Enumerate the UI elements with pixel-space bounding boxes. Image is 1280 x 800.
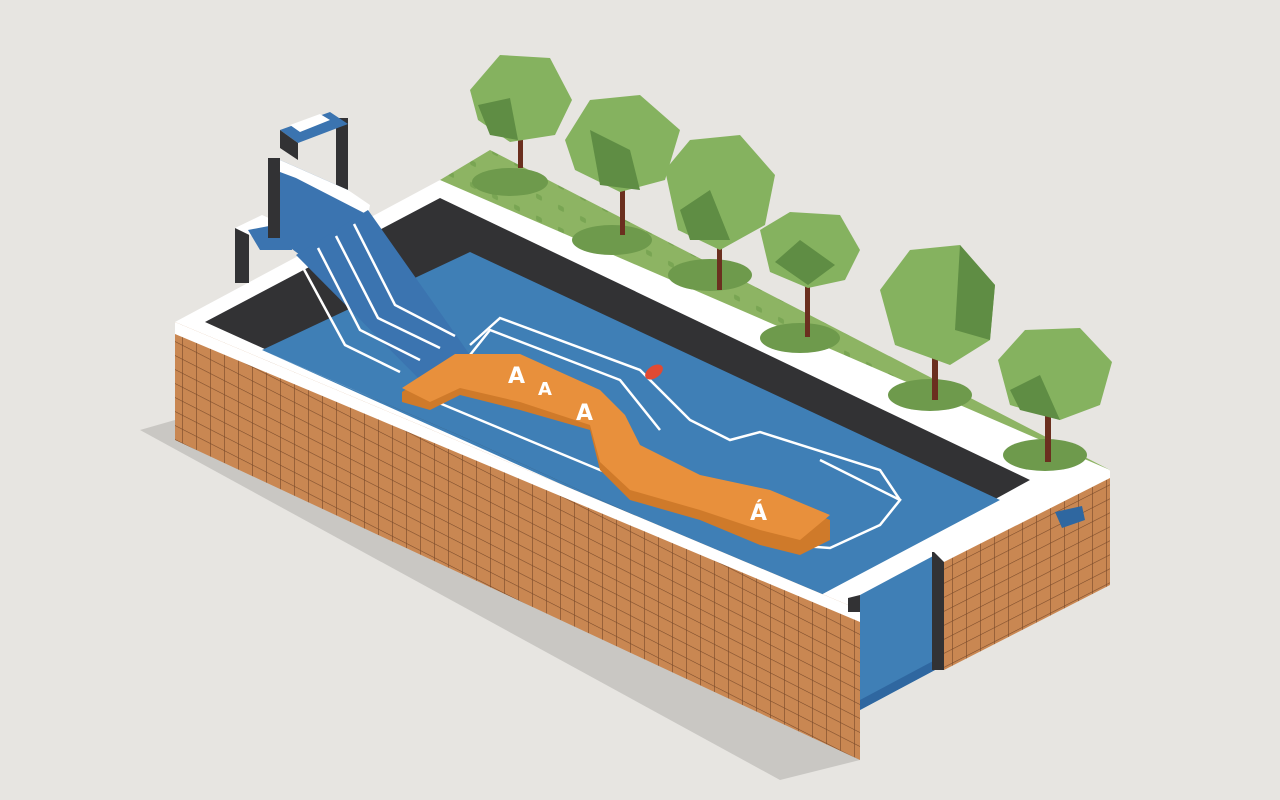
- floating-platform: A A A Á: [402, 354, 830, 555]
- tree: [565, 95, 680, 255]
- tree: [470, 55, 572, 196]
- tree-row: [470, 55, 1112, 471]
- slide-tower: [235, 112, 370, 283]
- drain-opening: [848, 552, 944, 710]
- wall-plaque: [1055, 506, 1085, 528]
- brick-wall-front: [175, 322, 860, 760]
- water-slide: [296, 210, 470, 390]
- platform-letter: A: [576, 401, 593, 426]
- platform-letter: A: [508, 364, 525, 389]
- tree: [880, 245, 995, 411]
- ground-shadow: [140, 420, 860, 780]
- tree: [998, 328, 1112, 471]
- platform-letter: A: [538, 379, 552, 400]
- tree: [760, 212, 860, 353]
- tree: [665, 135, 775, 291]
- platform-letter: Á: [750, 500, 767, 526]
- red-float: [645, 364, 663, 380]
- brick-wall-right: [930, 470, 1110, 670]
